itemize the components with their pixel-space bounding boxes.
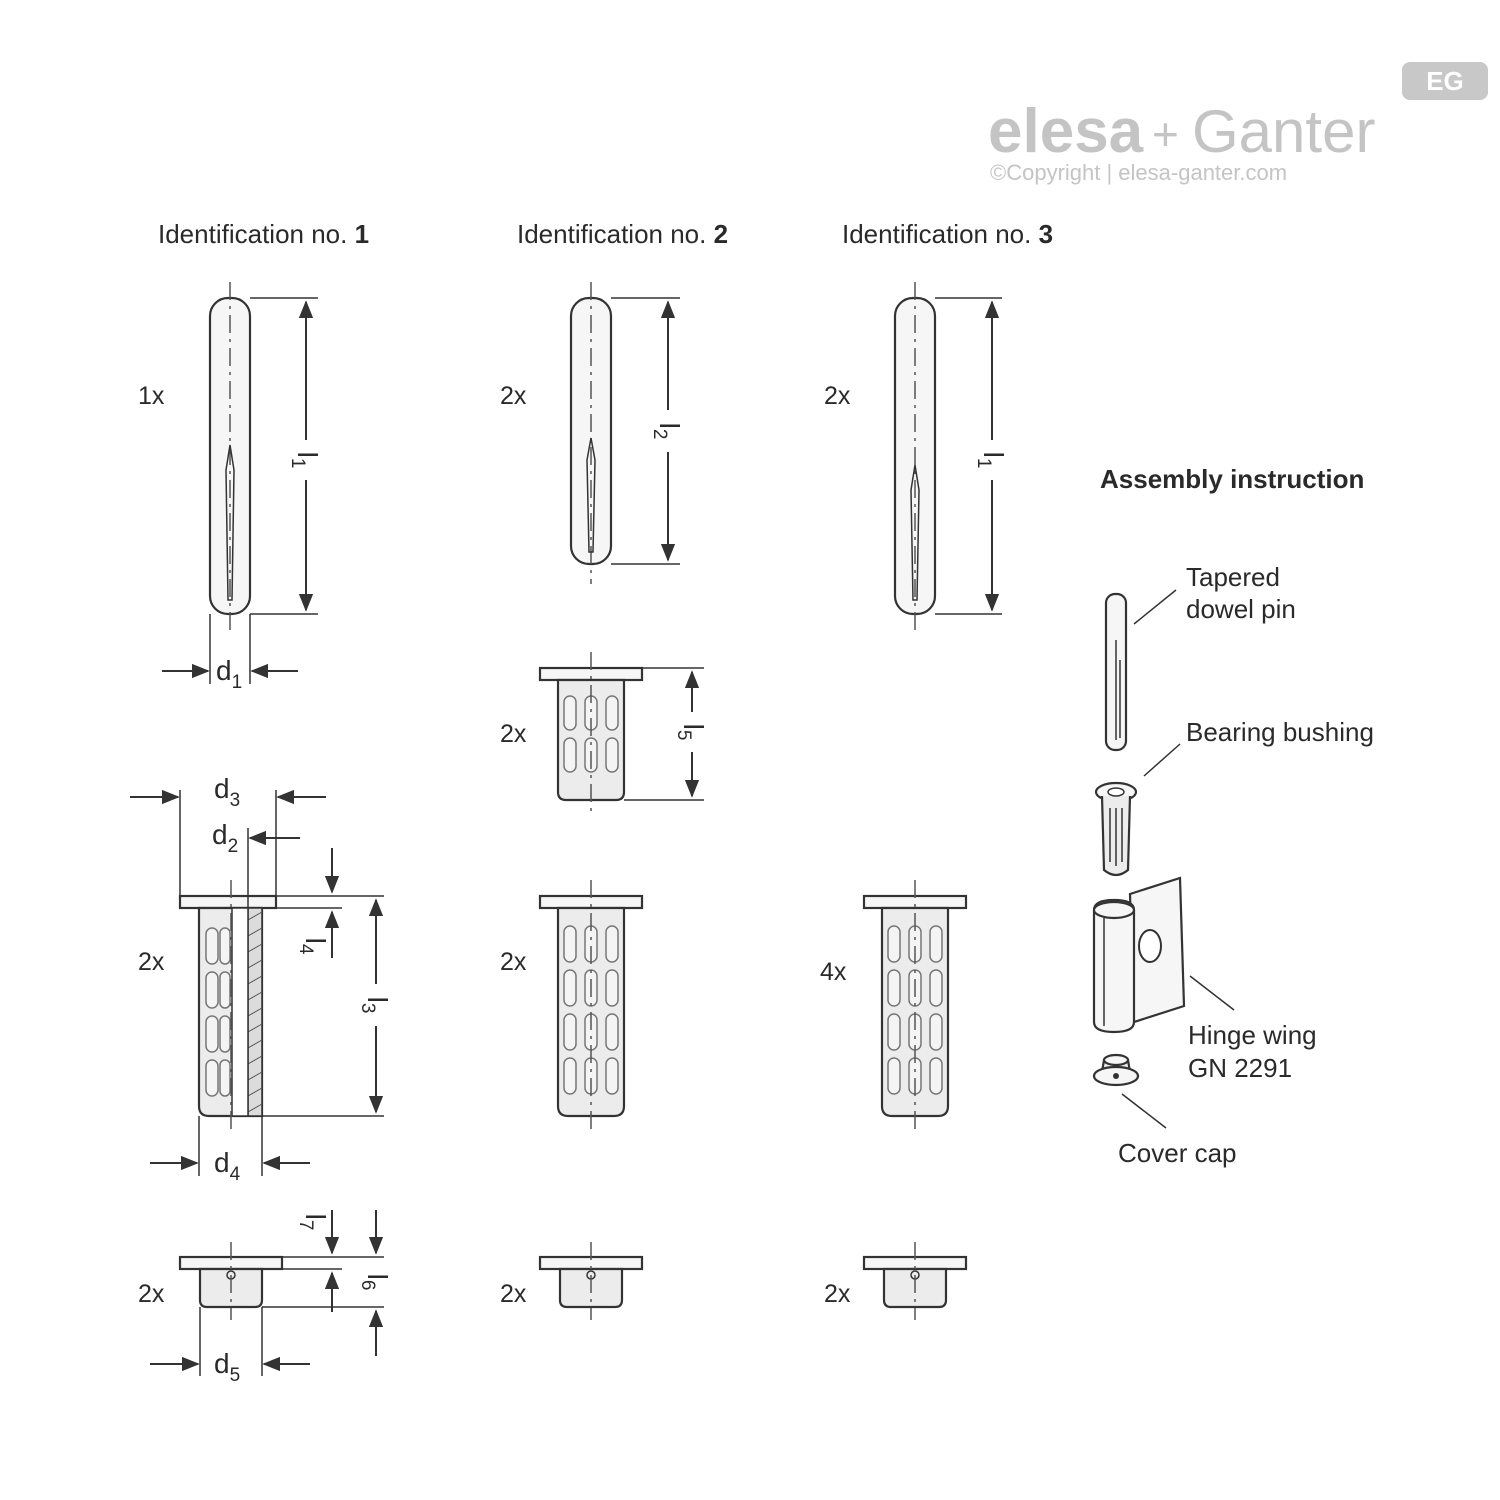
label-dowel-pin-1: Tapered <box>1186 562 1280 592</box>
leader-bushing <box>1143 743 1181 777</box>
dim-l4: l4 <box>295 938 331 955</box>
col1-pin-qty: 1x <box>138 382 165 410</box>
dim-l6: l6 <box>357 1274 393 1291</box>
col1-cover-cap <box>178 1242 284 1320</box>
column-header-2: Identification no. 2 <box>517 219 728 249</box>
brand-name-right: Ganter <box>1192 98 1375 165</box>
assembly-hinge-wing <box>1092 876 1186 1034</box>
brand-badge-text: EG <box>1426 66 1464 96</box>
label-dowel-pin-2: dowel pin <box>1186 594 1296 624</box>
col2-short-bushing-qty: 2x <box>500 720 527 748</box>
col2-bearing-bushing <box>538 880 644 1132</box>
dim-l1-col1: l1 <box>287 452 323 469</box>
col3-cover-cap <box>862 1242 968 1320</box>
col3-bushing-qty: 4x <box>820 958 847 986</box>
dim-d5: d5 <box>214 1348 240 1386</box>
label-hinge-wing-1: Hinge wing <box>1188 1020 1317 1050</box>
col1-dowel-pin <box>208 282 252 632</box>
assembly-dowel-pin <box>1104 592 1128 752</box>
label-bearing-bushing: Bearing bushing <box>1186 717 1374 747</box>
leader-dowel-pin <box>1133 589 1177 625</box>
col3-cap-qty: 2x <box>824 1280 851 1308</box>
brand-plus: + <box>1152 108 1179 160</box>
label-hinge-wing-2: GN 2291 <box>1188 1053 1292 1083</box>
dim-d4: d4 <box>214 1147 241 1185</box>
col2-pin-qty: 2x <box>500 382 527 410</box>
leader-hinge-wing <box>1189 975 1235 1011</box>
brand-copyright: ©Copyright | elesa-ganter.com <box>990 160 1287 185</box>
assembly-title: Assembly instruction <box>1100 464 1364 494</box>
col3-pin-qty: 2x <box>824 382 851 410</box>
col2-cover-cap <box>538 1242 644 1320</box>
col2-bushing-qty: 2x <box>500 948 527 976</box>
column-header-3: Identification no. 3 <box>842 219 1053 249</box>
assembly-bearing-bushing <box>1094 781 1138 877</box>
col3-dowel-pin <box>893 282 937 632</box>
assembly-cover-cap <box>1092 1053 1140 1087</box>
col1-cap-qty: 2x <box>138 1280 165 1308</box>
col3-bearing-bushing <box>862 880 968 1132</box>
dim-l7: l7 <box>295 1214 331 1231</box>
col1-bushing-qty: 2x <box>138 948 165 976</box>
dim-d1: d1 <box>216 655 242 693</box>
col1-bearing-bushing-section <box>178 880 278 1132</box>
brand-logo: EG elesa + Ganter ©Copyright | elesa-gan… <box>988 62 1488 185</box>
dim-l5: l5 <box>673 724 709 741</box>
brand-name-left: elesa <box>988 97 1144 166</box>
label-cover-cap: Cover cap <box>1118 1138 1237 1168</box>
dim-l3: l3 <box>357 997 393 1014</box>
col2-short-bushing <box>538 652 644 816</box>
dim-d3: d3 <box>214 773 240 811</box>
column-header-1: Identification no. 1 <box>158 219 369 249</box>
col2-cap-qty: 2x <box>500 1280 527 1308</box>
brand-badge <box>1402 62 1488 100</box>
dim-d2: d2 <box>212 819 238 857</box>
dim-l2: l2 <box>649 423 685 440</box>
leader-cover-cap <box>1121 1093 1167 1129</box>
dim-l1-col3: l1 <box>973 452 1009 469</box>
col2-dowel-pin <box>569 282 613 584</box>
